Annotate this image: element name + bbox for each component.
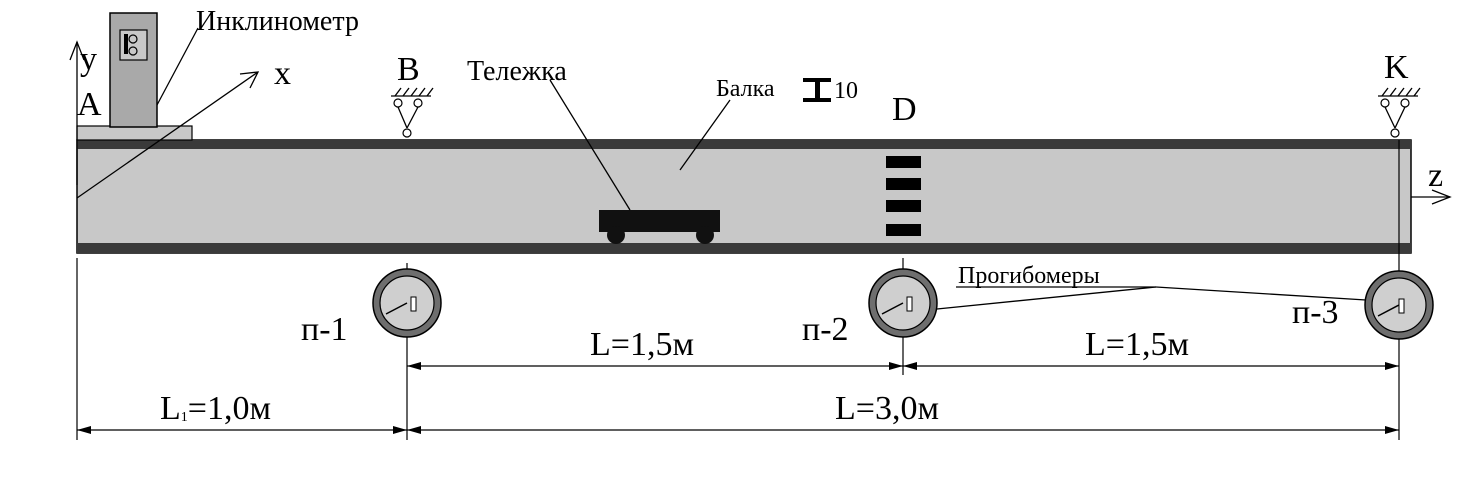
- gauge-label-2: п-2: [802, 311, 849, 348]
- z-axis-arrow-icon: [1431, 189, 1452, 205]
- deflectometers-leader-2: [1155, 286, 1367, 301]
- deflectometers-leader-1: [936, 286, 1157, 310]
- trolley-body: [599, 210, 720, 232]
- beam-profile-number: 10: [834, 78, 858, 104]
- coordinate-axes: [69, 40, 1452, 205]
- inclinometer-indicator-icon: [128, 34, 138, 44]
- dim-label-l1-main: L: [160, 390, 181, 427]
- deflectometers-label: Прогибомеры: [958, 263, 1100, 289]
- inclinometer-bar-icon: [124, 34, 128, 54]
- beam-bottom-flange: [77, 243, 1411, 253]
- x-axis-arrow-icon: [239, 71, 260, 89]
- inclinometer: [76, 12, 193, 141]
- dim-label-full-span: L=3,0м: [835, 390, 939, 427]
- beam: [76, 139, 1412, 254]
- axis-label-x: x: [274, 55, 291, 92]
- beam-web: [76, 139, 1412, 254]
- point-label-a: A: [77, 86, 102, 123]
- beam-leader: [679, 99, 731, 171]
- trolley: [599, 210, 720, 244]
- inclinometer-leader: [156, 27, 199, 106]
- trolley-leader: [549, 79, 631, 211]
- deflectometer-2: [868, 268, 938, 338]
- axis-label-y: y: [80, 41, 97, 78]
- inclinometer-base-plate: [76, 125, 193, 141]
- i-beam-profile-icon: [803, 78, 831, 102]
- y-axis-arrow-icon: [69, 40, 85, 61]
- beam-label: Балка: [716, 76, 775, 102]
- axis-label-z: z: [1428, 157, 1443, 194]
- strain-gauges-d: [886, 156, 921, 236]
- gauge-label-1: п-1: [301, 311, 348, 348]
- point-label-k: K: [1384, 49, 1409, 86]
- dim-label-l1-value: =1,0м: [188, 390, 271, 427]
- deflectometer-3: [1364, 270, 1434, 340]
- support-b: [391, 87, 434, 138]
- trolley-wheel-icon: [607, 226, 625, 244]
- support-k: [1378, 87, 1421, 138]
- dim-label-l1: L1=1,0м: [160, 390, 271, 427]
- deflectometer-1: [372, 268, 442, 338]
- point-label-b: B: [397, 51, 420, 88]
- trolley-wheel-icon: [696, 226, 714, 244]
- inclinometer-label: Инклинометр: [196, 6, 359, 37]
- beam-top-flange: [77, 140, 1411, 149]
- point-label-d: D: [892, 91, 917, 128]
- inclinometer-indicator-icon: [128, 46, 138, 56]
- gauge-label-3: п-3: [1292, 294, 1339, 331]
- dim-label-half-span-2: L=1,5м: [1085, 326, 1189, 363]
- x-axis: [76, 71, 259, 199]
- trolley-label: Тележка: [467, 56, 567, 87]
- dim-label-l1-subscript: 1: [181, 410, 188, 425]
- dim-label-half-span-1: L=1,5м: [590, 326, 694, 363]
